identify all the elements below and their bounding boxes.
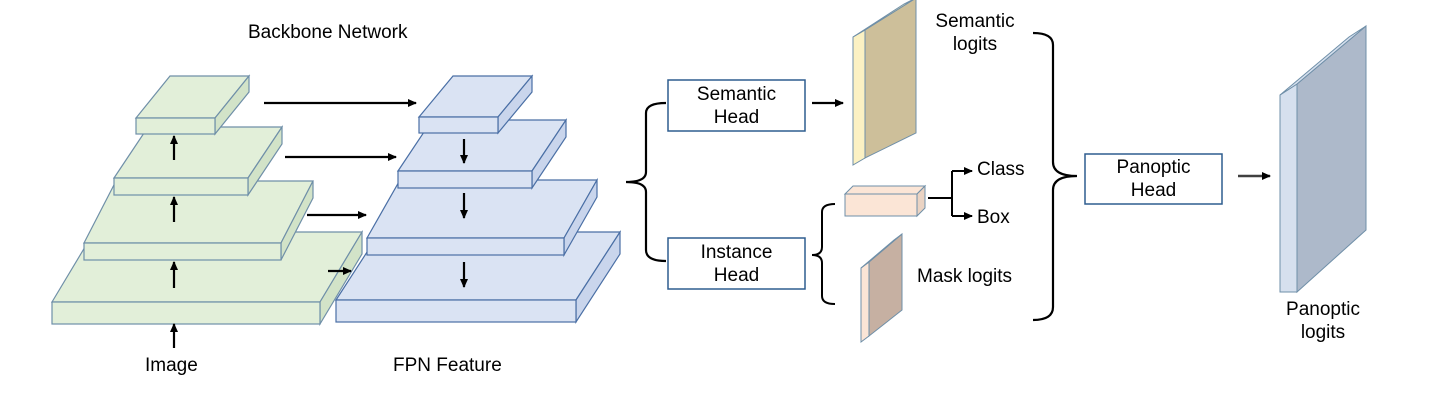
panoptic-head-label-line2: Head bbox=[1130, 180, 1177, 201]
backbone-layer-3 bbox=[83, 180, 314, 261]
panoptic-head-label-line1: Panoptic bbox=[1116, 157, 1191, 178]
curly-brace-icon bbox=[625, 101, 667, 263]
instance-head-label-line2: Head bbox=[713, 264, 760, 286]
semantic-logits-label-line1: Semantic bbox=[935, 11, 1015, 32]
semantic-logits-label: Semantic logits bbox=[925, 8, 1025, 58]
box-label: Box bbox=[977, 207, 1010, 228]
instance-head-label-line1: Instance bbox=[700, 241, 773, 263]
fpn-layer-1 bbox=[417, 74, 534, 135]
image-label: Image bbox=[145, 355, 198, 376]
backbone-layer-2 bbox=[112, 125, 284, 197]
panoptic-logits-slab bbox=[1279, 24, 1367, 294]
panoptic-head-label: Panoptic Head bbox=[1085, 154, 1222, 204]
panoptic-head-box bbox=[1084, 153, 1223, 205]
class-label: Class bbox=[977, 159, 1025, 180]
backbone-network-label: Backbone Network bbox=[248, 22, 408, 43]
semantic-head-label-line2: Head bbox=[713, 106, 760, 128]
panoptic-logits-label: Panoptic logits bbox=[1272, 296, 1374, 346]
fpn-layer-3 bbox=[365, 177, 599, 258]
instance-head-label: Instance Head bbox=[668, 238, 805, 289]
curly-brace-icon bbox=[811, 203, 836, 305]
semantic-logits-slab bbox=[852, 0, 917, 166]
semantic-logits-label-line2: logits bbox=[952, 34, 998, 55]
panoptic-logits-label-line2: logits bbox=[1300, 322, 1346, 343]
mask-logits-label: Mask logits bbox=[917, 266, 1013, 287]
semantic-head-label: Semantic Head bbox=[668, 80, 805, 131]
backbone-layer-1 bbox=[134, 74, 251, 136]
box-feature-block bbox=[843, 184, 927, 218]
curly-brace-icon bbox=[1032, 31, 1078, 322]
mask-logits-slab bbox=[860, 232, 903, 343]
fpn-feature-label: FPN Feature bbox=[393, 355, 502, 376]
semantic-head-box bbox=[667, 79, 806, 132]
semantic-head-label-line1: Semantic bbox=[696, 83, 777, 105]
instance-head-box bbox=[667, 237, 806, 290]
panoptic-logits-label-line1: Panoptic bbox=[1286, 299, 1360, 320]
